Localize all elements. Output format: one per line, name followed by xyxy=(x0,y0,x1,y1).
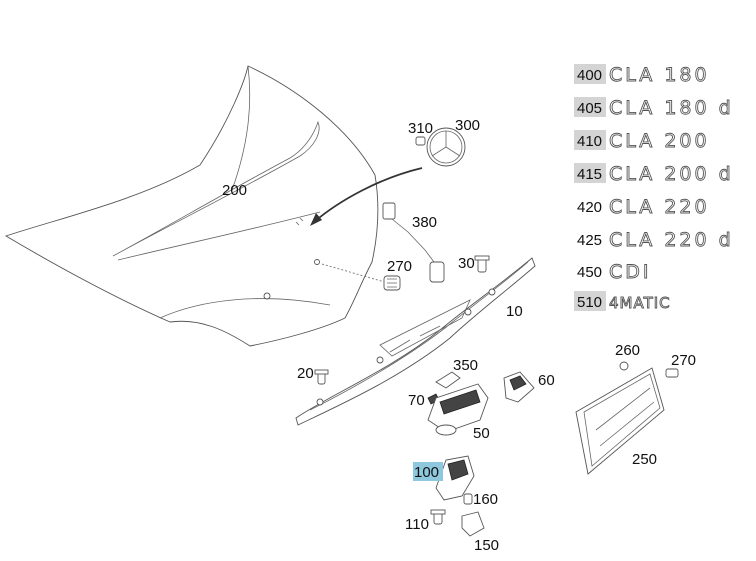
screw-20[interactable] xyxy=(314,369,329,385)
emblem-row[interactable]: 400 CLA 180 xyxy=(574,64,710,86)
mounting-arrow xyxy=(310,167,423,226)
emblem-row[interactable]: 450 CDI xyxy=(577,261,652,284)
label-100: 100 xyxy=(414,464,439,481)
label-200: 200 xyxy=(222,182,247,199)
emblem-code: 400 xyxy=(577,67,602,84)
emblem-code: 415 xyxy=(577,166,602,183)
emblem-badge: CLA 180 xyxy=(609,64,710,86)
label-10: 10 xyxy=(506,303,523,320)
label-20: 20 xyxy=(297,365,314,382)
label-270-right: 270 xyxy=(671,352,696,369)
emblem-badge: 4MATIC xyxy=(609,294,671,312)
bracket-350[interactable] xyxy=(435,371,461,389)
emblem-row[interactable]: 405 CLA 180 d xyxy=(574,97,734,119)
star-emblem-300[interactable] xyxy=(426,127,466,167)
emblem-row[interactable]: 425 CLA 220 d xyxy=(577,229,734,252)
emblem-code-highlight xyxy=(574,291,606,311)
emblem-code: 450 xyxy=(577,264,602,281)
clip-310[interactable] xyxy=(415,136,426,146)
emblem-row[interactable]: 410 CLA 200 xyxy=(574,130,710,152)
label-270-left: 270 xyxy=(387,258,412,275)
emblem-badge: CLA 180 d xyxy=(609,97,734,119)
emblem-badge: CLA 220 xyxy=(609,196,710,218)
emblem-code-highlight xyxy=(574,64,606,84)
handle-strip-10[interactable] xyxy=(295,257,536,426)
emblem-row[interactable]: 415 CLA 200 d xyxy=(574,163,734,185)
camera-50[interactable] xyxy=(427,383,489,436)
emblem-row[interactable]: 510 4MATIC xyxy=(574,291,671,312)
highlight-100 xyxy=(413,462,443,481)
label-50: 50 xyxy=(473,425,490,442)
trunk-lid[interactable] xyxy=(4,65,379,347)
clip-260[interactable] xyxy=(619,361,629,371)
screw-30[interactable] xyxy=(474,255,490,273)
emblem-code: 405 xyxy=(577,100,602,117)
emblem-code-highlight xyxy=(574,130,606,150)
label-260: 260 xyxy=(615,342,640,359)
label-110: 110 xyxy=(405,516,429,533)
bracket-150[interactable] xyxy=(461,511,485,537)
emblem-code: 410 xyxy=(577,133,602,150)
screw-270-right[interactable] xyxy=(665,368,679,378)
screw-270-left[interactable] xyxy=(321,263,401,291)
emblem-code: 420 xyxy=(577,199,602,216)
label-300: 300 xyxy=(455,117,480,134)
label-380: 380 xyxy=(412,214,437,231)
label-310: 310 xyxy=(408,120,433,137)
label-70: 70 xyxy=(408,392,425,409)
emblem-code-highlight xyxy=(574,163,606,183)
emblem-code: 510 xyxy=(577,294,602,311)
screw-160[interactable] xyxy=(463,493,473,505)
emblem-badge: CLA 200 xyxy=(609,130,710,152)
emblem-code-highlight xyxy=(574,97,606,117)
emblem-row[interactable]: 420 CLA 220 xyxy=(577,196,710,219)
plate-holder-250[interactable] xyxy=(575,367,665,475)
screw-110[interactable] xyxy=(430,509,446,525)
label-150: 150 xyxy=(474,537,499,554)
label-350: 350 xyxy=(453,357,478,374)
emblem-badge: CLA 220 d xyxy=(609,229,734,251)
label-60: 60 xyxy=(538,372,555,389)
emblem-code: 425 xyxy=(577,232,602,249)
label-30: 30 xyxy=(458,255,475,272)
emblem-badge: CDI xyxy=(609,261,652,283)
callout-labels: 200 310 300 380 270 30 10 20 350 70 60 5… xyxy=(222,117,696,554)
part-60[interactable] xyxy=(503,371,535,403)
lock-actuator-100[interactable] xyxy=(435,455,475,501)
label-250: 250 xyxy=(632,451,657,468)
label-160: 160 xyxy=(473,491,498,508)
cable-380[interactable] xyxy=(382,202,445,283)
emblem-badge: CLA 200 d xyxy=(609,163,734,185)
